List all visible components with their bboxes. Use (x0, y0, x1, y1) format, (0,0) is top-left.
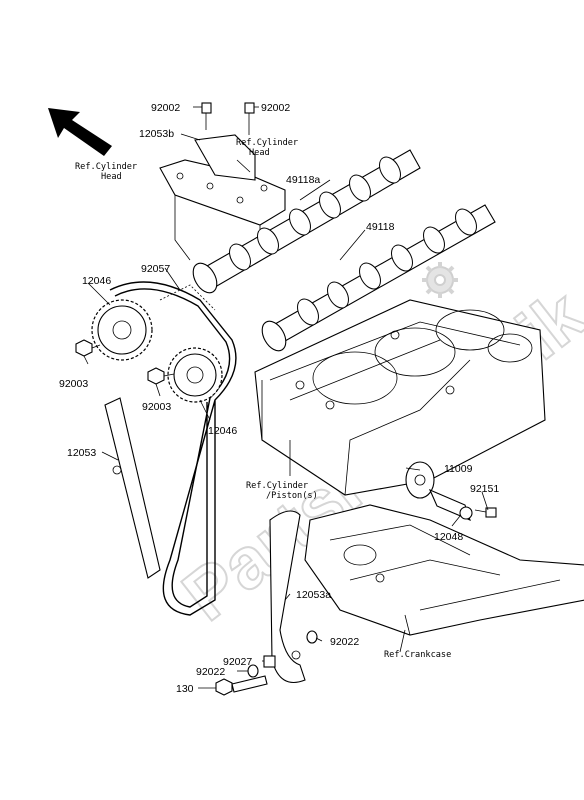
leader-lines (83, 106, 489, 689)
label-92057: 92057 (141, 263, 170, 275)
label-11009: 11009 (444, 463, 473, 475)
label-92022-right: 92022 (330, 636, 359, 648)
tensioner-12048 (428, 488, 473, 521)
bolt-92003-mid (147, 367, 175, 385)
label-49118a: 49118a (286, 174, 320, 186)
washer-92022-right (306, 630, 318, 644)
bolt-92002-left (201, 102, 212, 130)
label-12053b: 12053b (139, 128, 174, 140)
label-92003-mid: 92003 (142, 401, 171, 413)
label-ref-cylinder-head-left: Ref.Cylinder (75, 162, 137, 172)
crankcase (304, 504, 584, 636)
cam-cap-holder (159, 134, 286, 261)
label-ref-crankcase: Ref.Crankcase (384, 650, 451, 660)
gasket-11009 (405, 461, 435, 499)
label-ref-cylinder-piston-2: /Piston(s) (266, 491, 318, 501)
arrow-up-left-icon (48, 108, 112, 156)
label-ref-cylinder-head-center-2: Head (249, 148, 270, 158)
label-12053a: 12053a (296, 589, 331, 601)
collar-92027 (263, 655, 276, 668)
label-130: 130 (176, 683, 194, 695)
sprocket-12046-bottom (167, 347, 223, 403)
label-12046-top: 12046 (82, 275, 111, 287)
gear-logo-icon (422, 262, 458, 298)
label-12053: 12053 (67, 447, 96, 459)
bolt-92151 (474, 507, 497, 518)
label-92151: 92151 (470, 483, 499, 495)
cam-chain-92057 (109, 281, 237, 616)
label-92022-left: 92022 (196, 666, 225, 678)
sprocket-12046-top (91, 299, 153, 361)
label-12046-bottom: 12046 (208, 425, 237, 437)
bolt-130 (215, 675, 268, 696)
bolt-92002-right (244, 102, 255, 135)
label-92002-left: 92002 (151, 102, 180, 114)
label-92002-right: 92002 (261, 102, 290, 114)
camshaft-49118a (192, 149, 421, 294)
cylinder-block (254, 299, 546, 496)
label-92027: 92027 (223, 656, 252, 668)
label-92003-left: 92003 (59, 378, 88, 390)
label-12048: 12048 (434, 531, 463, 543)
label-ref-cylinder-head-left-2: Head (101, 172, 122, 182)
label-49118: 49118 (366, 221, 395, 233)
label-ref-cylinder-head-center: Ref.Cylinder (236, 138, 298, 148)
camshaft-49118 (261, 204, 496, 352)
chain-guide-12053 (104, 397, 161, 579)
label-ref-cylinder-piston: Ref.Cylinder (246, 481, 308, 491)
chain-guide-lower (269, 510, 306, 684)
bolt-92003-left (75, 339, 101, 357)
